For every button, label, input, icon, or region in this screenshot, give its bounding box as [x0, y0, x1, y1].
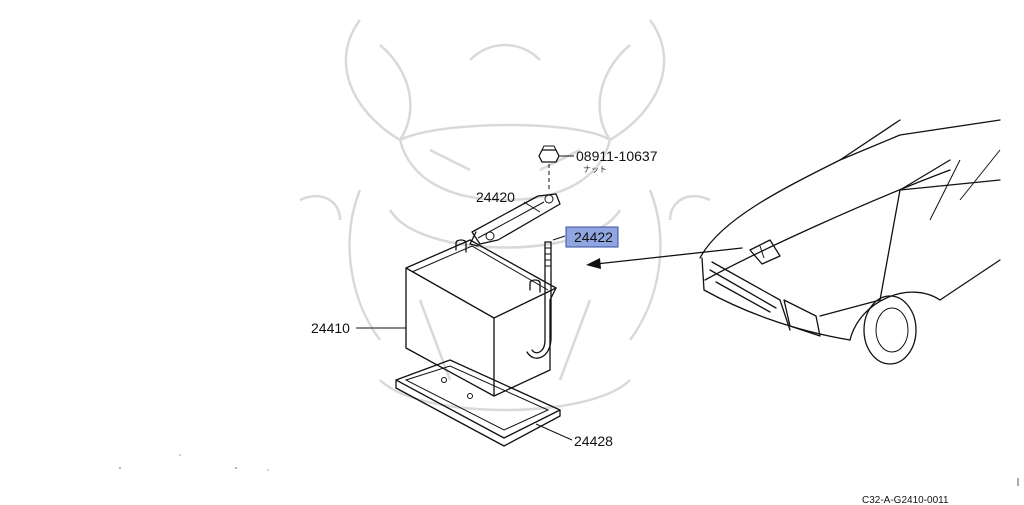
label-nut-note: ナット — [583, 165, 607, 174]
label-clamp-number: 24420 — [476, 189, 515, 205]
reference-code: C32-A-G2410-0011 — [862, 495, 949, 505]
leader-lines — [356, 155, 574, 441]
bolt-part — [526, 241, 552, 359]
label-nut-number: 08911-10637 — [576, 148, 658, 164]
car-illustration — [699, 119, 1001, 365]
label-tray-number: 24428 — [574, 433, 613, 449]
label-bolt-number[interactable]: 24422 — [574, 229, 613, 245]
tray-part — [395, 359, 561, 447]
pointer-arrow — [586, 247, 743, 269]
bolt-highlight[interactable] — [565, 226, 619, 248]
watermark-logo — [299, 19, 711, 412]
nut-part — [538, 145, 560, 190]
label-battery-number: 24410 — [311, 320, 350, 336]
scan-specks — [119, 454, 1019, 486]
battery-part — [405, 239, 557, 397]
